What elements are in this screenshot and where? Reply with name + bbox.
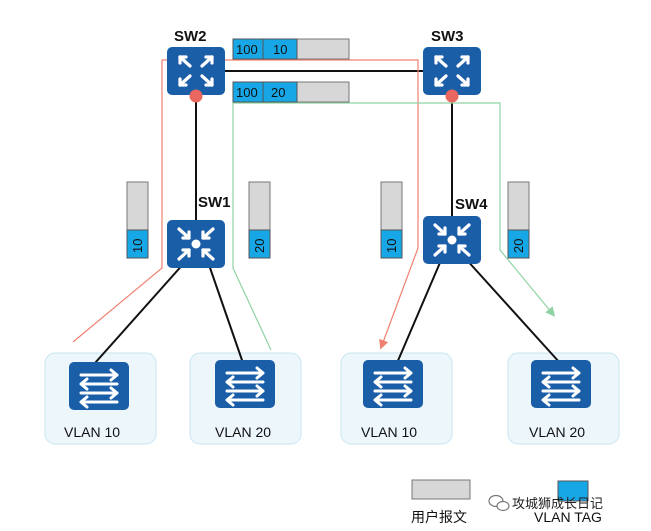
frame-trunk-top: 100 10: [232, 38, 350, 60]
inner-tag-value: 10: [273, 42, 287, 57]
legend-tag-label: VLAN TAG: [534, 509, 602, 525]
l3-switch-icon: [421, 214, 483, 266]
wechat-icon: [488, 494, 510, 512]
sw4-device: [421, 214, 483, 266]
tag-value: 10: [384, 239, 399, 253]
vlan20-path: [232, 102, 556, 351]
legend-frame-label: 用户报文: [411, 509, 467, 525]
tag-value: 20: [511, 239, 526, 253]
l2-switch-icon: [213, 358, 277, 410]
sw2-device: [165, 45, 227, 97]
sw1-label: SW1: [198, 194, 231, 211]
frame-vertical-3: 10: [380, 181, 403, 259]
inner-tag: [262, 38, 298, 60]
link-sw4-host3: [396, 257, 443, 364]
watermark-text: 攻城狮成长日记: [512, 497, 603, 512]
l2-switch-icon: [529, 358, 593, 410]
frame-vertical-1: 10: [126, 181, 149, 259]
router-icon: [421, 45, 483, 97]
sw2-label: SW2: [174, 28, 207, 45]
legend-frame-swatch: [411, 479, 471, 500]
host-label-1: VLAN 10: [64, 424, 120, 440]
inner-tag: [262, 81, 298, 103]
host-switch-1: [67, 360, 131, 412]
qinq-port-sw3: [445, 89, 459, 103]
legend-tag-swatch: [557, 480, 589, 502]
host-label-2: VLAN 20: [215, 424, 271, 440]
tag-value: 10: [130, 239, 145, 253]
sw3-label: SW3: [431, 28, 464, 45]
tag-value: 20: [252, 239, 267, 253]
host-switch-2: [213, 358, 277, 410]
outer-tag-value: 100: [236, 42, 258, 57]
sw4-label: SW4: [455, 196, 488, 213]
l2-switch-icon: [67, 360, 131, 412]
link-sw4-host4: [464, 257, 561, 364]
legend: 用户报文 VLAN TAG: [411, 479, 602, 525]
watermark: 攻城狮成长日记: [488, 494, 603, 512]
host-label-3: VLAN 10: [361, 424, 417, 440]
l2-switch-icon: [361, 358, 425, 410]
vlan10-path: [72, 59, 419, 350]
host-switch-3: [361, 358, 425, 410]
frame-vertical-2: 20: [248, 181, 271, 259]
inner-tag-value: 20: [271, 85, 285, 100]
link-sw1-host1: [94, 261, 186, 364]
frame-vertical-4: 20: [507, 181, 530, 259]
sw3-device: [421, 45, 483, 97]
host-label-4: VLAN 20: [529, 424, 585, 440]
qinq-port-sw2: [189, 89, 203, 103]
link-sw1-host2: [207, 261, 244, 364]
frame-trunk-bottom: 100 20: [232, 81, 350, 103]
host-switch-4: [529, 358, 593, 410]
sw1-device: [165, 218, 227, 270]
l3-switch-icon: [165, 218, 227, 270]
router-icon: [165, 45, 227, 97]
outer-tag-value: 100: [236, 85, 258, 100]
